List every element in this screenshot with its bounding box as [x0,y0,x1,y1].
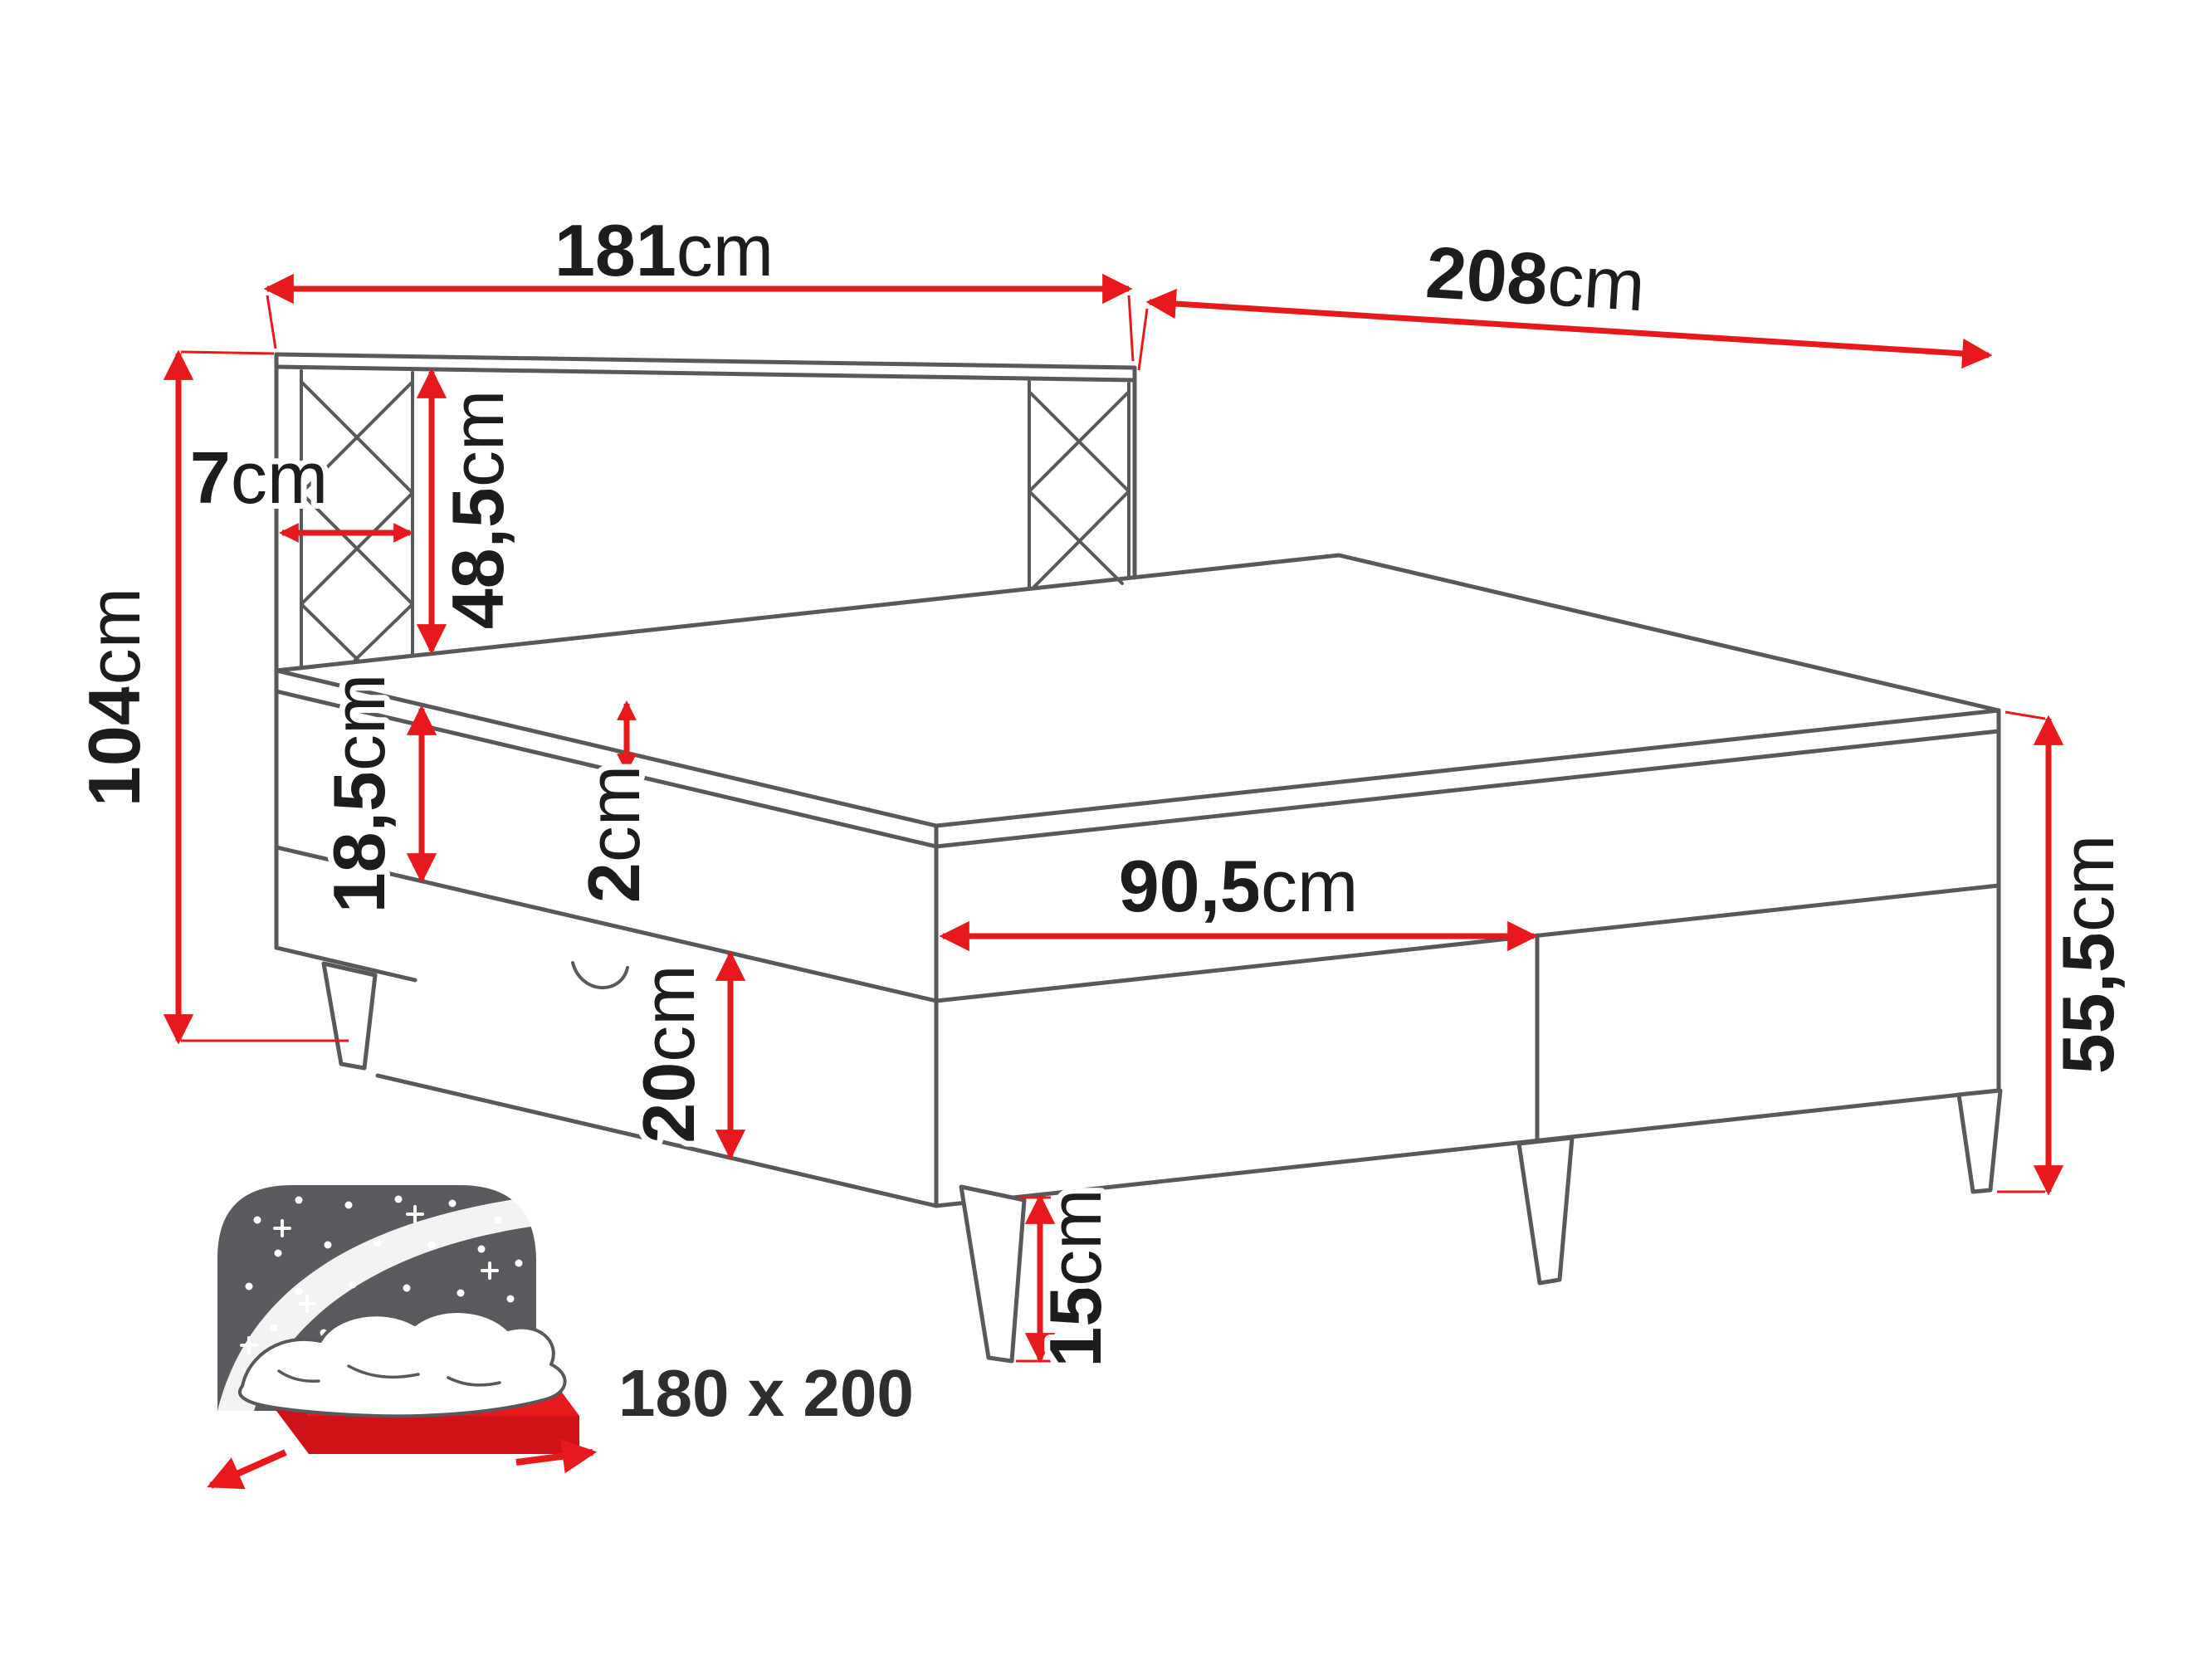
sparkle-icon [298,1295,316,1313]
dim-ext-length [1137,308,1149,371]
bed-drawing [274,352,2003,1364]
dim-label-platform-height: 55,5cm [2047,835,2129,1075]
dim-label-total-height: 104cm [73,588,155,807]
headboard-top-edge [274,352,1137,370]
sparkle-icon [240,1336,258,1354]
quilt-x-pattern [300,380,414,663]
mattress-back-edge [274,553,2001,713]
dim-label-length: 208cm [1423,231,1648,326]
mini-arrow-length [515,1439,598,1474]
dim-label-headboard-above: 48,5cm [437,390,519,630]
sparkle-icon [273,1219,291,1237]
storage-handle [571,961,629,989]
headboard-quilt-right [1028,380,1130,590]
dim-label-side-panel: 7cm [190,437,328,519]
leg-middle [1516,1135,1575,1286]
dim-label-leg-height: 15cm [1034,1188,1116,1367]
mini-arrow-width [207,1449,287,1490]
dim-label-mattress: 18,5cm [318,674,400,914]
quilt-x-pattern [1028,390,1130,588]
dim-ext-total-height [180,350,349,1042]
leg-front [959,1184,1027,1364]
dim-label-topper: 2cm [573,765,655,903]
size-label: 180 x 200 [618,1356,914,1430]
dim-label-width: 181cm [554,209,774,291]
dimension-labels: 181cm 208cm 104cm 7cm 48,5cm 18,5cm 2cm … [67,203,2135,1374]
sparkle-icon [406,1205,424,1223]
headboard-top-inner-edge [274,364,1137,383]
dim-label-base-height: 20cm [627,964,710,1143]
leg-far [1956,1088,2003,1194]
base-bottom-edge [375,1073,2001,1208]
dim-ext-leg-height [1016,1196,1051,1363]
size-badge: 180 x 200 [207,1185,914,1490]
dim-ext-width [266,295,1135,362]
leg-left [321,961,378,1071]
mini-duvet [237,1310,567,1418]
headboard-quilt-left [300,369,414,670]
headboard-bottom-edge [274,945,417,983]
dim-line-length [1145,288,1993,369]
mattress-top-front-edge [274,668,2001,828]
topper-seam [274,689,2001,849]
mini-duvet-folds [277,1364,501,1387]
sparkle-icon [481,1261,499,1280]
dim-ext-platform-height [1997,710,2046,1193]
mini-mattress-front [309,1416,579,1454]
dimension-lines [163,273,2064,1364]
dim-label-storage-front: 90,5cm [1119,845,1359,927]
